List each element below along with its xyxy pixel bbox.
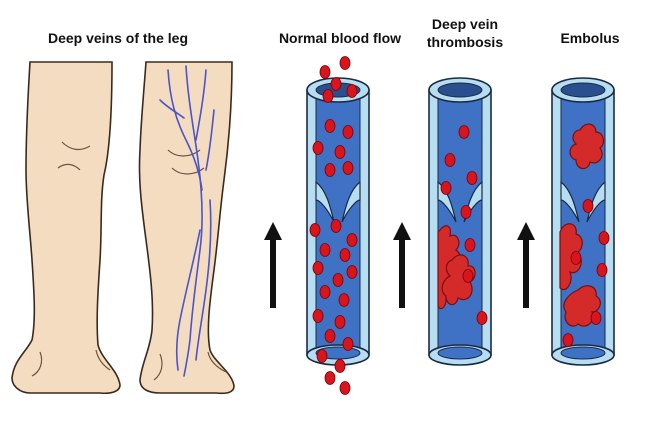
blood-cell (462, 269, 474, 283)
valve-right (586, 180, 606, 223)
deep-vein-network (159, 65, 215, 377)
back-ankle-line (153, 351, 227, 381)
vein-branch-4 (195, 199, 212, 361)
up-arrow-icon (399, 238, 405, 308)
blood-cell (330, 219, 342, 233)
blood-cell (582, 199, 594, 213)
blood-cell (334, 145, 346, 159)
up-arrow-icon (393, 222, 411, 240)
blood-cell (309, 223, 321, 237)
back-leg (138, 61, 235, 395)
valve-right (341, 180, 361, 223)
blood-cell (319, 243, 331, 257)
vein-main (183, 65, 203, 377)
blood-cell (476, 311, 488, 325)
blood-cell (598, 231, 610, 245)
clot (441, 254, 476, 306)
vessel-normal-flow (306, 56, 370, 395)
vessel-bottom-opening (437, 346, 483, 360)
blood-cell (440, 181, 452, 195)
up-arrow-icon (523, 238, 529, 308)
blood-cell (319, 65, 331, 79)
blood-cell (466, 171, 478, 185)
blood-cell (342, 125, 354, 139)
vessel-top-opening (437, 82, 483, 98)
blood-cell (444, 153, 456, 167)
blood-cell (464, 238, 476, 252)
vein-branch-1 (167, 69, 203, 191)
blood-cell (324, 371, 336, 385)
blood-cell (342, 337, 354, 351)
vessel-deep-vein-thrombosis (428, 77, 492, 366)
vein-branch-2 (195, 69, 207, 141)
blood-cell (458, 125, 470, 139)
blood-cell (332, 273, 344, 287)
blood-cell (590, 311, 602, 325)
vessel-top-opening (560, 82, 606, 98)
blood-cell (334, 359, 346, 373)
blood-cell (596, 263, 608, 277)
blood-cell (312, 141, 324, 155)
up-arrow-icon (270, 238, 276, 308)
blood-cell (338, 293, 350, 307)
blood-cell (330, 77, 342, 91)
title-embolus: Embolus (560, 30, 620, 46)
vein-branch-6 (205, 109, 215, 171)
title-normal-flow: Normal blood flow (278, 30, 402, 46)
blood-cell (339, 248, 351, 262)
vessel-embolus (551, 77, 615, 366)
front-leg (11, 61, 121, 395)
blood-cell (312, 261, 324, 275)
vein-branch-5 (175, 229, 201, 371)
blood-cell (346, 265, 358, 279)
blood-cell (334, 315, 346, 329)
blood-cell (324, 329, 336, 343)
front-ankle-line (31, 349, 111, 377)
blood-cell (324, 163, 336, 177)
blood-cell (346, 84, 358, 98)
flow-arrows (264, 222, 535, 308)
vessel-bottom-opening (560, 346, 606, 360)
blood-cell (342, 161, 354, 175)
blood-cell (312, 309, 324, 323)
vein-branch-3 (159, 99, 185, 119)
blood-cell (339, 56, 351, 70)
valve-left (560, 180, 580, 223)
blood-cell (346, 233, 358, 247)
blood-cell (562, 333, 574, 347)
blood-cell (316, 349, 328, 363)
up-arrow-icon (517, 222, 535, 240)
blood-cell (319, 285, 331, 299)
title-dvt-line2: thrombosis (426, 34, 504, 50)
legs-illustration (11, 61, 235, 395)
blood-cell (339, 381, 351, 395)
blood-cell (460, 205, 472, 219)
up-arrow-icon (264, 222, 282, 240)
blood-cell (322, 89, 334, 103)
clot (569, 123, 605, 170)
title-dvt-line1: Deep vein (431, 16, 499, 32)
blood-cell (570, 251, 582, 265)
blood-cell (324, 119, 336, 133)
title-deep-veins: Deep veins of the leg (47, 30, 189, 46)
front-knee-line (57, 141, 91, 171)
